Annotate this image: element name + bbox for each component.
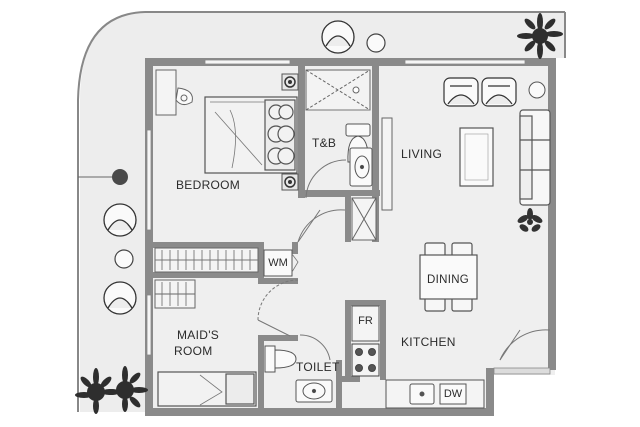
maids-toilet (264, 345, 297, 373)
linen-closet (351, 197, 377, 241)
coffee-table (459, 127, 494, 187)
tv-unit (381, 117, 393, 211)
room-label-living: LIVING (401, 147, 443, 161)
sofa (519, 109, 551, 206)
bed-sheet-folds (210, 101, 265, 169)
maids-bed (157, 371, 257, 407)
kitchen-counter (385, 379, 485, 409)
nightstand-top (281, 73, 299, 91)
tb-door (305, 159, 347, 199)
room-label-tb: T&B (312, 136, 337, 150)
interior-walls (153, 66, 386, 410)
door-swings (257, 209, 551, 361)
room-label-maids-room-line1: MAID'S (177, 328, 220, 342)
plant-icon (517, 13, 563, 59)
nightstand-bottom (281, 173, 299, 191)
tb-sink (349, 147, 373, 187)
room-label-maids-room-line2: ROOM (174, 344, 213, 358)
stove (351, 343, 380, 377)
plant-icon (104, 366, 148, 412)
shower (305, 69, 371, 111)
outer-walls (145, 58, 556, 416)
room-label-bedroom: BEDROOM (176, 178, 241, 192)
bed (204, 96, 298, 174)
plant-icon (517, 208, 543, 232)
fridge (351, 305, 380, 342)
balcony-table-left (114, 249, 134, 269)
armchair-left (443, 77, 479, 107)
fixture-label-fr: FR (358, 315, 373, 327)
balcony-light (112, 169, 128, 185)
fixture-label-dw: DW (443, 388, 463, 400)
balcony (145, 12, 565, 58)
side-table (528, 81, 546, 99)
kitchen-sink (409, 383, 435, 405)
windows (146, 59, 526, 356)
room-label-dining: DINING (427, 274, 470, 286)
balcony-chair-top (321, 20, 355, 54)
entry-threshold (493, 367, 551, 375)
armchair-right (481, 77, 517, 107)
room-label-toilet: TOILET (296, 360, 340, 374)
maids-wardrobe (154, 279, 196, 309)
dining-set (419, 242, 478, 312)
balcony-table-top (366, 33, 386, 53)
plant-icon (75, 368, 119, 414)
balcony-chair-left-bottom (103, 281, 137, 315)
bedroom-desk (155, 69, 193, 116)
maids-sink (295, 379, 333, 403)
dishwasher (439, 383, 467, 405)
balcony-chair-left-top (103, 203, 137, 237)
wardrobe (154, 247, 259, 273)
fixture-label-wm: WM (268, 257, 288, 269)
room-label-kitchen: KITCHEN (401, 335, 456, 349)
washing-machine (263, 249, 293, 277)
